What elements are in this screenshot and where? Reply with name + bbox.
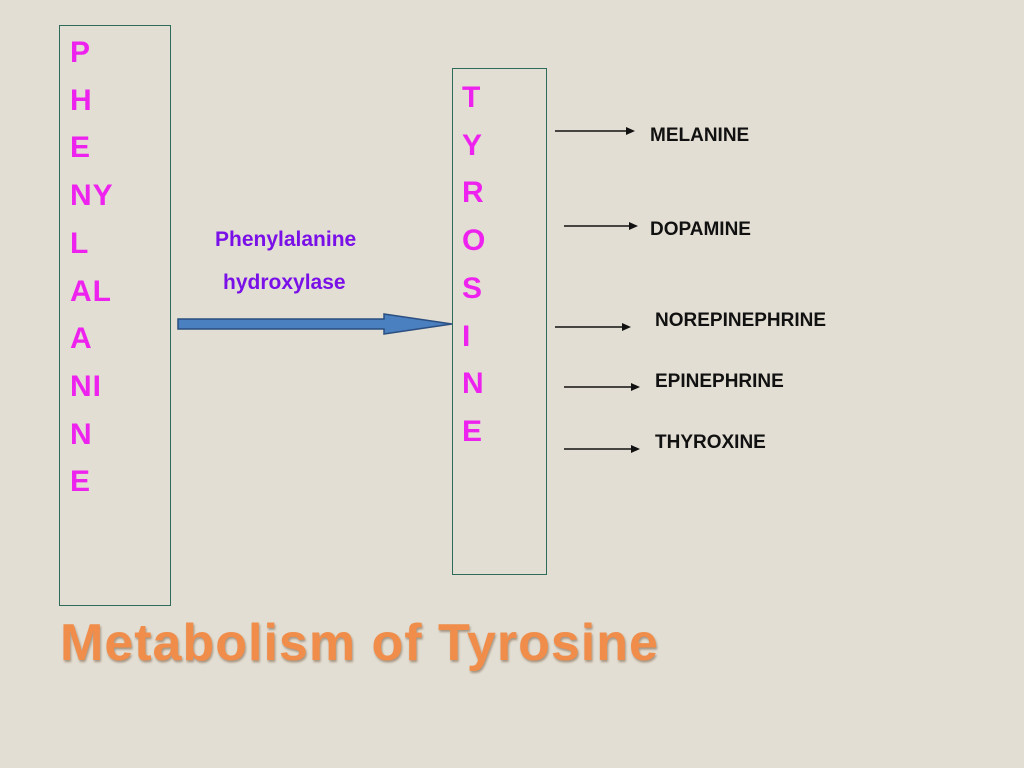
tyrosine-letter: Y xyxy=(462,128,484,162)
phenylalanine-letter: E xyxy=(70,131,92,165)
phenylalanine-vertical-label: P H E NY L AL A NI N E xyxy=(70,29,114,506)
tyrosine-vertical-label: T Y R O S I N E xyxy=(462,74,486,456)
phenylalanine-box xyxy=(59,25,171,606)
arrow-to-thyroxine xyxy=(564,445,640,453)
tyrosine-box xyxy=(452,68,547,575)
phenylalanine-letter: AL xyxy=(70,274,112,308)
phenylalanine-letter: NY xyxy=(70,179,114,213)
slide-title: Metabolism of Tyrosine xyxy=(60,614,659,672)
phenylalanine-letter: A xyxy=(70,322,93,356)
phenylalanine-letter: E xyxy=(70,465,92,499)
enzyme-label-line-1: Phenylalanine xyxy=(215,228,357,251)
tyrosine-letter: O xyxy=(462,224,487,258)
conversion-arrow xyxy=(177,313,453,335)
tyrosine-letter: S xyxy=(462,271,484,305)
tyrosine-letter: R xyxy=(462,176,485,210)
tyrosine-letter: T xyxy=(462,81,482,114)
tyrosine-letter: E xyxy=(462,414,484,448)
arrow-to-melanine xyxy=(555,127,635,135)
product-melanine: MELANINE xyxy=(650,125,750,146)
arrow-to-dopamine xyxy=(564,222,638,230)
arrow-to-norepinephrine xyxy=(555,323,631,331)
tyrosine-letter: N xyxy=(462,367,485,401)
phenylalanine-letter: NI xyxy=(70,369,102,403)
arrow-to-epinephrine xyxy=(564,383,640,391)
product-thyroxine: THYROXINE xyxy=(655,432,766,453)
phenylalanine-letter: L xyxy=(70,226,90,260)
product-epinephrine: EPINEPHRINE xyxy=(655,371,784,392)
product-dopamine: DOPAMINE xyxy=(650,219,751,240)
tyrosine-letter: I xyxy=(462,319,472,353)
phenylalanine-letter: P xyxy=(70,36,92,69)
product-norepinephrine: NOREPINEPHRINE xyxy=(655,310,827,331)
phenylalanine-letter: N xyxy=(70,417,93,451)
enzyme-label-line-2: hydroxylase xyxy=(223,271,346,294)
phenylalanine-letter: H xyxy=(70,83,93,117)
